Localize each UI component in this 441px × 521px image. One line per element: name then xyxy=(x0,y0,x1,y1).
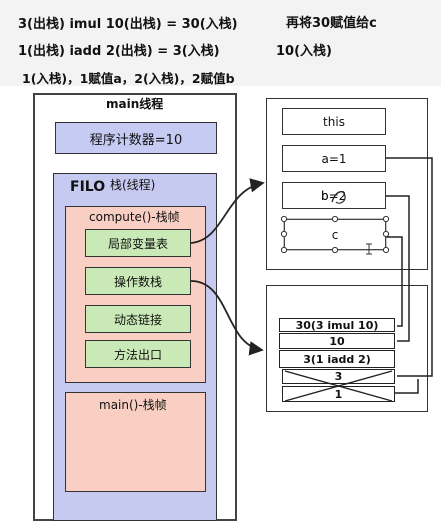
operand-entry-10: 10 xyxy=(279,333,395,349)
local-slot-c: c xyxy=(284,219,386,250)
program-counter-box: 程序计数器=10 xyxy=(55,122,217,154)
dynamic-linking-item: 动态链接 xyxy=(85,305,191,333)
operand-entry-3-iadd: 3(1 iadd 2) xyxy=(279,350,395,368)
method-exit-label: 方法出口 xyxy=(113,347,162,362)
operand-entry-10-label: 10 xyxy=(329,334,345,348)
main-frame-title: main()-栈帧 xyxy=(99,398,167,412)
local-variable-table-label: 局部变量表 xyxy=(107,236,168,251)
main-frame-box xyxy=(65,392,206,492)
note-line1-right: 再将30赋值给c xyxy=(286,16,377,31)
main-thread-title: main线程 xyxy=(106,97,164,111)
note-line1: 3(出栈) imul 10(出栈) = 30(入栈) xyxy=(18,17,238,32)
local-slot-a: a=1 xyxy=(282,145,386,172)
local-variable-table-item: 局部变量表 xyxy=(85,229,191,257)
local-slot-c-label: c xyxy=(331,227,339,242)
operand-entry-3-iadd-label: 3(1 iadd 2) xyxy=(303,352,371,366)
program-counter-label: 程序计数器=10 xyxy=(89,132,183,148)
compute-frame-title: compute()-栈帧 xyxy=(89,210,180,224)
operand-stack-item-label: 操作数栈 xyxy=(113,274,162,289)
operand-entry-1-label: 1 xyxy=(334,387,343,401)
local-slot-b-overwrite-mark: b xyxy=(321,189,329,203)
operand-entry-1: 1 xyxy=(282,386,395,402)
note-line2: 1(出栈) iadd 2(出栈) = 3(入栈) xyxy=(18,44,220,59)
stack-label: 栈(线程) xyxy=(110,178,156,192)
operand-entry-3: 3 xyxy=(282,369,395,384)
dynamic-linking-label: 动态链接 xyxy=(113,312,162,327)
operand-entry-30-label: 30(3 imul 10) xyxy=(295,318,379,332)
method-exit-item: 方法出口 xyxy=(85,340,191,368)
operand-entry-3-label: 3 xyxy=(334,370,343,383)
local-slot-this-label: this xyxy=(323,114,345,129)
filo-label: FILO xyxy=(70,179,106,195)
operand-entry-30: 30(3 imul 10) xyxy=(279,318,395,332)
operand-stack-item: 操作数栈 xyxy=(85,267,191,295)
note-line2-right: 10(入栈) xyxy=(276,44,332,59)
note-line3: 1(入栈)，1赋值a，2(入栈)，2赋值b xyxy=(22,71,235,86)
local-slot-b: b=2 b xyxy=(282,182,386,209)
local-slot-this: this xyxy=(282,108,386,135)
local-slot-a-label: a=1 xyxy=(321,151,347,166)
